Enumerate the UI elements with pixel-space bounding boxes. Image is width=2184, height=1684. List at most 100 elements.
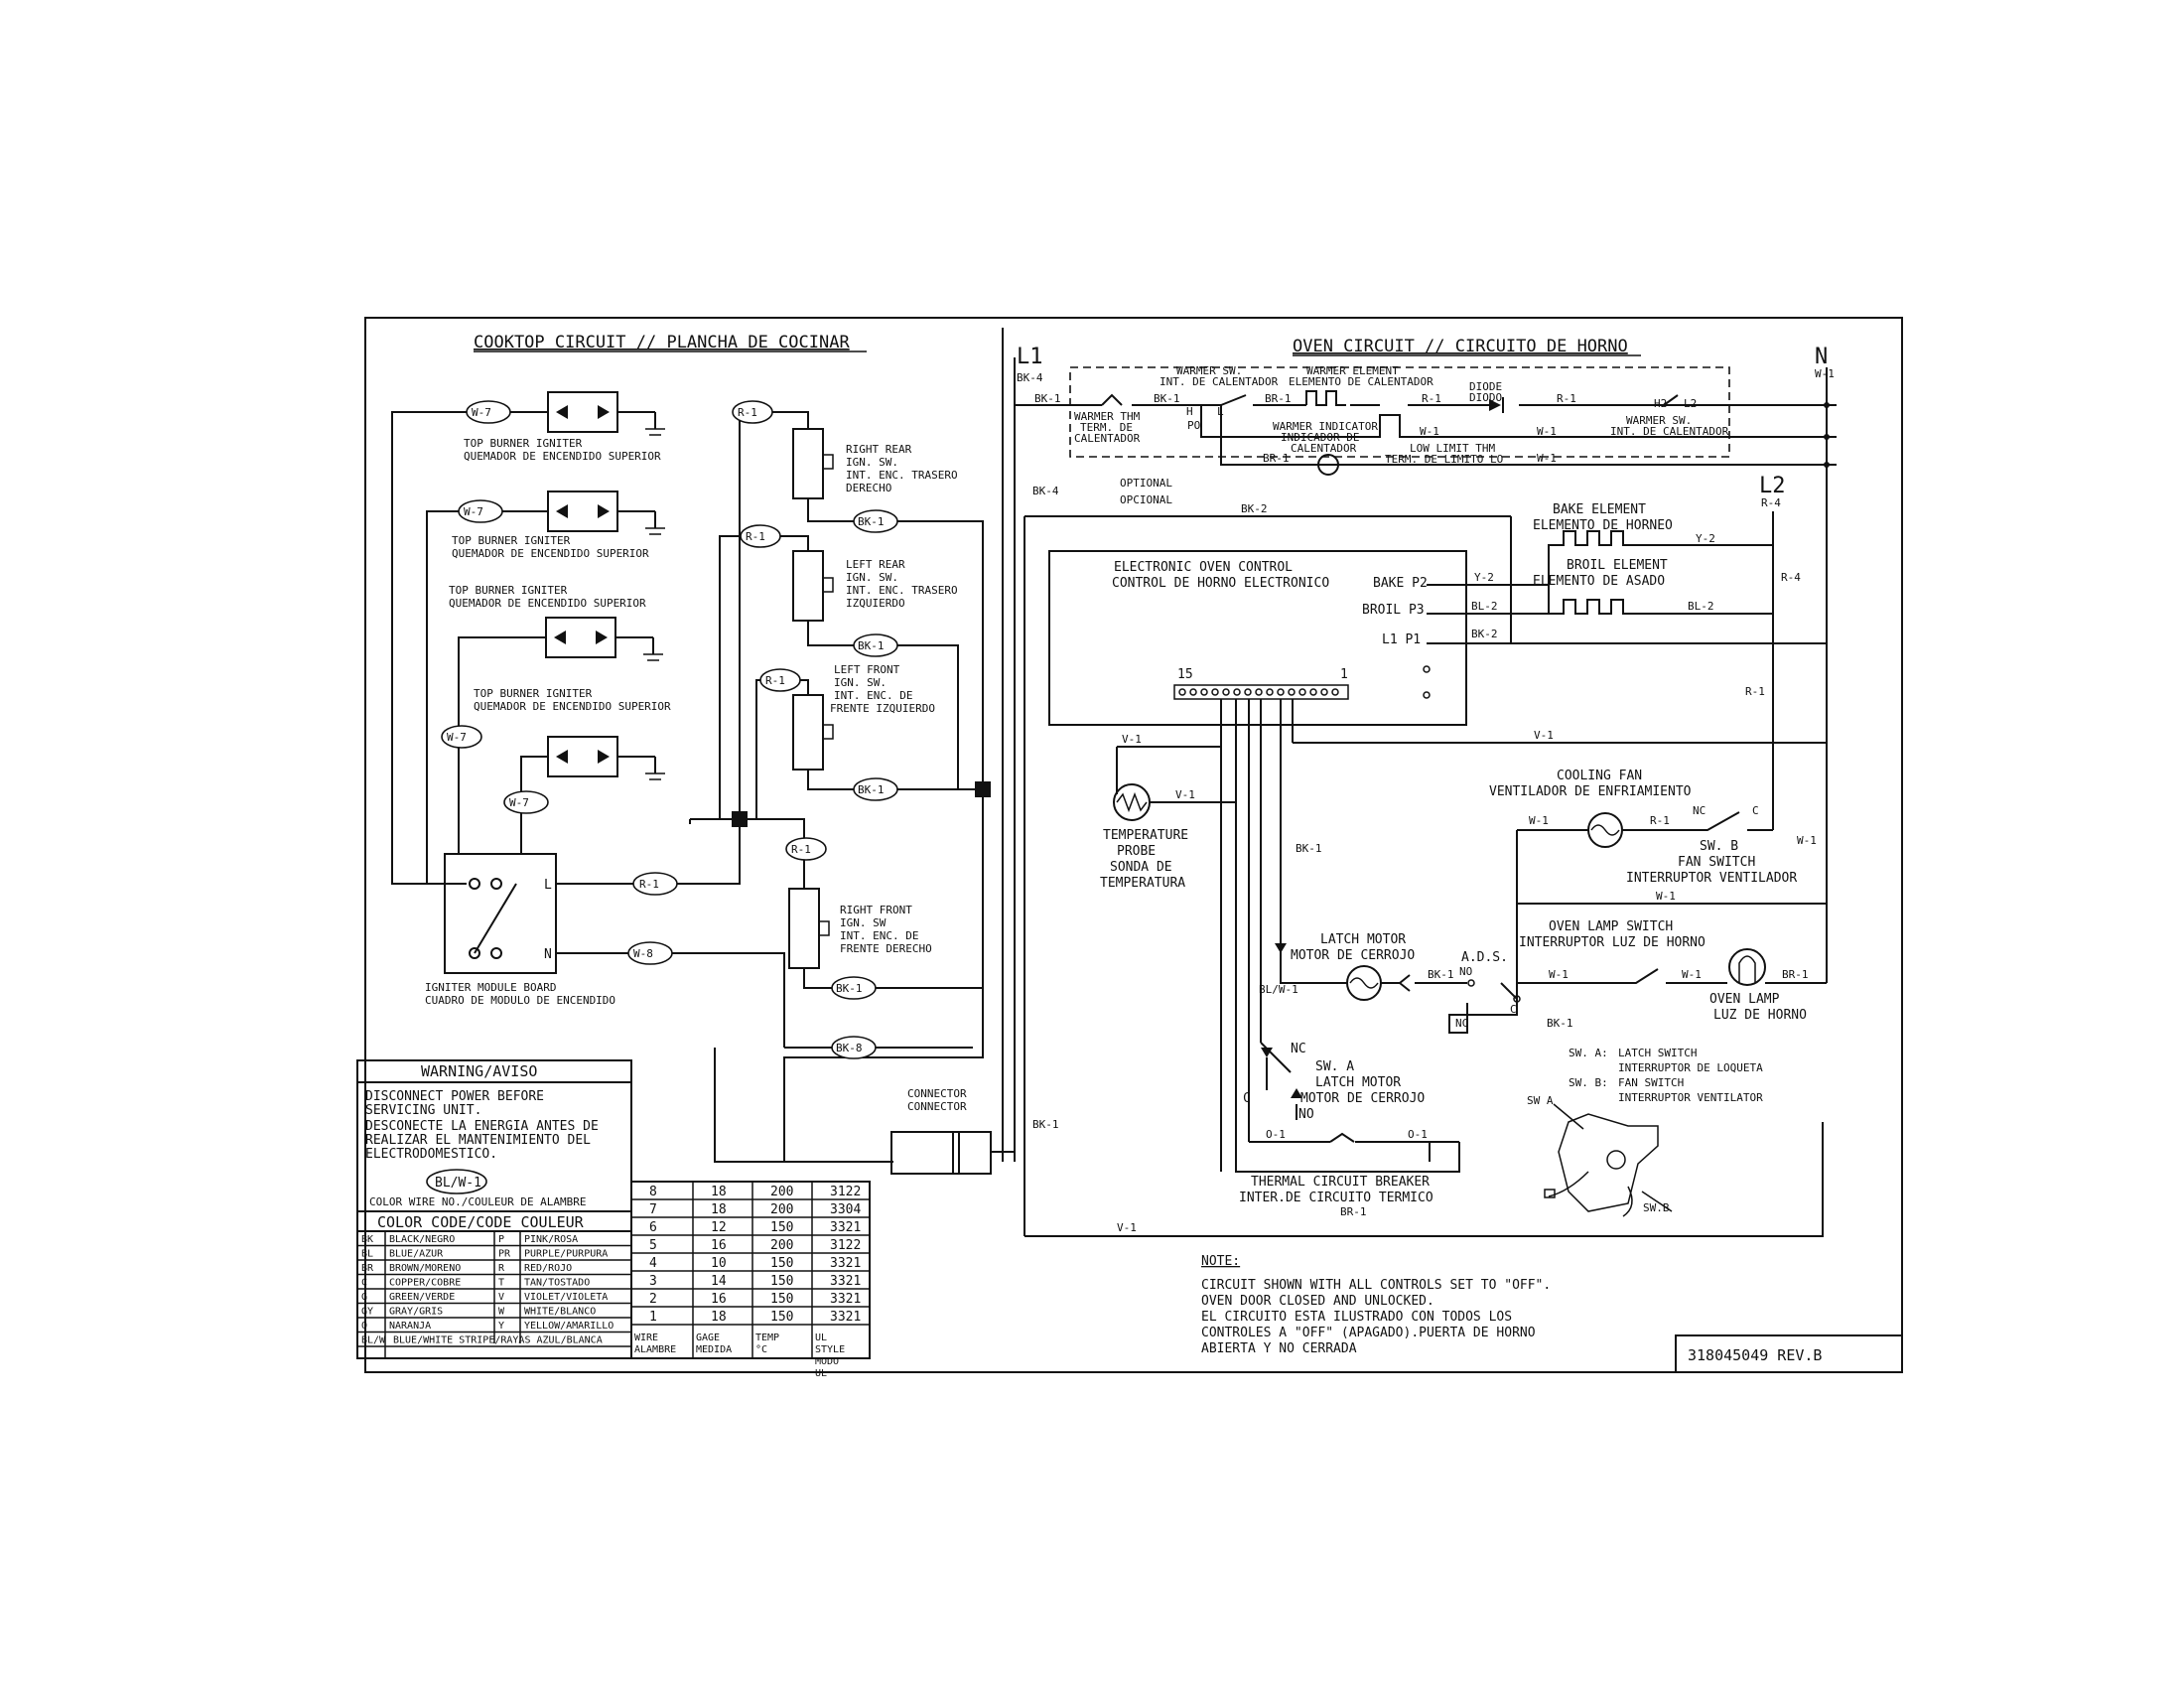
wire-table-header: WIRE bbox=[634, 1333, 658, 1343]
rf-label-2: IGN. SW bbox=[840, 916, 887, 929]
l1-pin: L1 P1 bbox=[1382, 632, 1421, 647]
wire-table-cell: 7 bbox=[649, 1202, 657, 1217]
color-code-name: BLUE/WHITE STRIPE/RAYAS AZUL/BLANCA bbox=[393, 1335, 603, 1346]
latch-motor-label-es: MOTOR DE CERROJO bbox=[1291, 948, 1415, 963]
rf-label: RIGHT FRONT bbox=[840, 904, 912, 916]
l1-wire-label: BK-4 bbox=[1017, 371, 1043, 384]
control-title-es: CONTROL DE HORNO ELECTRONICO bbox=[1112, 576, 1329, 591]
l2-wire-label: R-4 bbox=[1761, 496, 1781, 509]
igniter-1-label: TOP BURNER IGNITER bbox=[464, 437, 583, 450]
v1-probe-b: V-1 bbox=[1175, 788, 1195, 801]
svg-text:R-1: R-1 bbox=[639, 878, 659, 891]
lf-label-4: FRENTE IZQUIERDO bbox=[830, 702, 935, 715]
wire-table-cell: 16 bbox=[711, 1238, 727, 1253]
bake-element bbox=[1548, 530, 1773, 585]
wire-table-cell: 3122 bbox=[830, 1185, 861, 1199]
color-code-abbr: G bbox=[361, 1292, 367, 1303]
y2-label-b: Y-2 bbox=[1696, 532, 1715, 545]
probe-label-3: SONDA DE bbox=[1110, 860, 1172, 875]
wire-table-cell: 3321 bbox=[830, 1256, 861, 1271]
wire-table-cell: 3304 bbox=[830, 1202, 861, 1217]
warmer-po: PO bbox=[1187, 419, 1200, 432]
swa-motor-es: MOTOR DE CERROJO bbox=[1300, 1091, 1425, 1106]
lr-label-3: INT. ENC. TRASERO bbox=[846, 584, 958, 597]
oven-lamp bbox=[1728, 948, 1766, 986]
low-limit-label: LOW LIMIT THM bbox=[1410, 442, 1495, 455]
color-code-abbr: T bbox=[498, 1278, 504, 1289]
color-code-name: VIOLET/VIOLETA bbox=[524, 1292, 608, 1303]
svg-text:W-7: W-7 bbox=[447, 731, 467, 744]
module-l-terminal: L bbox=[544, 878, 552, 893]
wire-table-cell: 150 bbox=[770, 1274, 793, 1289]
lf-label-3: INT. ENC. DE bbox=[834, 689, 912, 702]
optional-label-es: OPCIONAL bbox=[1120, 493, 1172, 506]
igniter-2 bbox=[547, 491, 665, 535]
color-code-abbr: BL/W bbox=[361, 1335, 386, 1346]
warmer-element bbox=[1305, 390, 1346, 406]
wire-table-header: ALAMBRE bbox=[634, 1344, 676, 1355]
swa-nc: NC bbox=[1291, 1042, 1306, 1056]
warmer-r1-b: R-1 bbox=[1557, 392, 1576, 405]
wire-table-cell: 2 bbox=[649, 1292, 657, 1307]
broil-element bbox=[1549, 599, 1773, 615]
wire-table-cell: 5 bbox=[649, 1238, 657, 1253]
warmer-indicator-label-2: INDICADOR DE bbox=[1281, 431, 1359, 444]
module-label: IGNITER MODULE BOARD bbox=[425, 981, 556, 994]
lamp-br1: BR-1 bbox=[1782, 968, 1809, 981]
warmer-h: H bbox=[1186, 405, 1193, 418]
igniter-3 bbox=[545, 617, 663, 661]
cooling-fan-label-es: VENTILADOR DE ENFRIAMIENTO bbox=[1489, 784, 1692, 799]
fan-switch-label: FAN SWITCH bbox=[1678, 855, 1755, 870]
electronic-oven-control bbox=[1048, 550, 1467, 726]
igniter-module-board bbox=[444, 853, 557, 974]
switch-assembly-sketch bbox=[1544, 1103, 1673, 1217]
control-title: ELECTRONIC OVEN CONTROL bbox=[1114, 560, 1293, 575]
color-code-name: BLACK/NEGRO bbox=[389, 1234, 455, 1245]
wire-table-cell: 200 bbox=[770, 1202, 793, 1217]
warmer-l2: L2 bbox=[1684, 397, 1697, 410]
warmer-w1-b: W-1 bbox=[1537, 425, 1557, 438]
color-code-name: BROWN/MORENO bbox=[389, 1263, 461, 1274]
wire-table-cell: 150 bbox=[770, 1310, 793, 1325]
v1-probe-a: V-1 bbox=[1122, 733, 1142, 746]
lamp-switch-label-es: INTERRUPTOR LUZ DE HORNO bbox=[1519, 935, 1706, 950]
svg-text:R-1: R-1 bbox=[746, 530, 765, 543]
lr-label: LEFT REAR bbox=[846, 558, 905, 571]
bake-pin: BAKE P2 bbox=[1373, 576, 1428, 591]
legend-swb-a: FAN SWITCH bbox=[1618, 1076, 1684, 1089]
igniter-1-label-es: QUEMADOR DE ENCENDIDO SUPERIOR bbox=[464, 450, 661, 463]
warmer-thm-label: WARMER THM bbox=[1074, 410, 1141, 423]
bl2-label: BL-2 bbox=[1471, 600, 1498, 613]
diode-label: DIODE bbox=[1469, 380, 1502, 393]
svg-text:W-7: W-7 bbox=[472, 406, 491, 419]
color-code-abbr: BR bbox=[361, 1263, 374, 1274]
probe-label-4: TEMPERATURA bbox=[1100, 876, 1185, 891]
wire-table-cell: 8 bbox=[649, 1185, 657, 1199]
r4-label: R-4 bbox=[1781, 571, 1801, 584]
switch-left-front bbox=[792, 694, 834, 771]
connector bbox=[890, 1131, 992, 1175]
color-code-name: GRAY/GRIS bbox=[389, 1307, 443, 1318]
warning-line-5: ELECTRODOMESTICO. bbox=[365, 1147, 497, 1162]
legend-swb-b: INTERRUPTOR VENTILATOR bbox=[1618, 1091, 1763, 1104]
legend-swa-a: LATCH SWITCH bbox=[1618, 1047, 1697, 1059]
warmer-indicator-label: WARMER INDICATOR bbox=[1273, 420, 1378, 433]
oven-lamp-label-es: LUZ DE HORNO bbox=[1713, 1008, 1807, 1023]
warmer-h2: H2 bbox=[1654, 397, 1667, 410]
ads-bk1: BK-1 bbox=[1547, 1017, 1573, 1030]
fan-switch-label-es: INTERRUPTOR VENTILADOR bbox=[1626, 871, 1797, 886]
wire-table-header: MEDIDA bbox=[696, 1344, 732, 1355]
color-code-name: NARANJA bbox=[389, 1321, 431, 1332]
color-code-name: TAN/TOSTADO bbox=[524, 1278, 590, 1289]
cooling-fan-label: COOLING FAN bbox=[1557, 769, 1642, 783]
wire-table-cell: 18 bbox=[711, 1202, 727, 1217]
svg-text:W-7: W-7 bbox=[464, 505, 483, 518]
pin-15: 15 bbox=[1177, 667, 1193, 682]
fan-c: C bbox=[1752, 804, 1759, 817]
bk1-l1: BK-1 bbox=[1032, 1118, 1059, 1131]
rr-label-4: DERECHO bbox=[846, 482, 891, 494]
module-label-es: CUADRO DE MODULO DE ENCENDIDO bbox=[425, 994, 615, 1007]
connector-label-2: CONNECTOR bbox=[907, 1100, 967, 1113]
wire-table-cell: 18 bbox=[711, 1185, 727, 1199]
rr-label-2: IGN. SW. bbox=[846, 456, 898, 469]
